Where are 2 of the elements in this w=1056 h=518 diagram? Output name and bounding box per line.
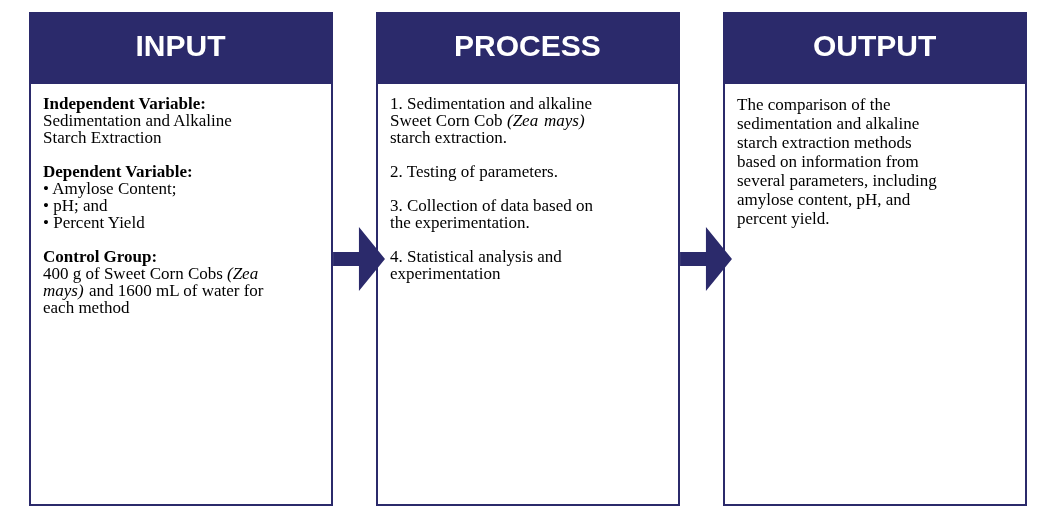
arrow bbox=[680, 227, 732, 291]
arrow bbox=[333, 227, 385, 291]
